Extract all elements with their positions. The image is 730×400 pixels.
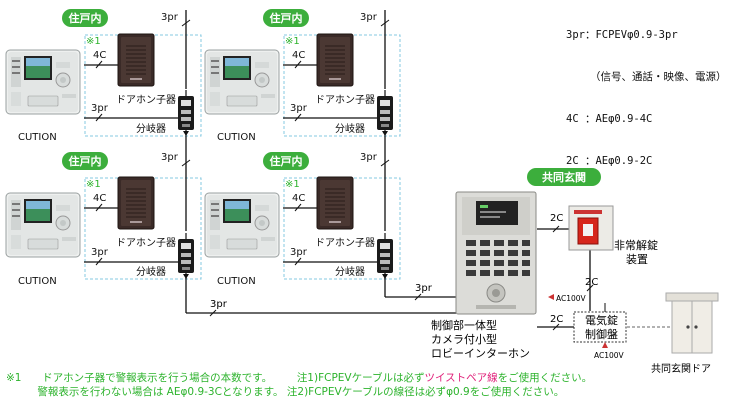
monitor-icon [204, 49, 280, 115]
doorphone-icon [117, 33, 155, 87]
legend-3pr-detail: （信号、通話・映像、電源） [590, 71, 727, 83]
cable-label-3pr: 3pr [161, 12, 179, 23]
lock-panel-label: 電気錠 [585, 313, 618, 327]
cable-label-3pr: 3pr [210, 299, 228, 310]
footnote-1-cont: 警報表示を行わない場合は AEφ0.9-3Cとなります。 [37, 386, 284, 398]
doorphone-label: ドアホン子器 [315, 237, 375, 249]
branch-icon [177, 89, 195, 137]
footnote-1: ドアホン子器で警報表示を行う場合の本数です。 [42, 372, 273, 384]
unit-badges: 住戸内 住戸内 住戸内 住戸内 [62, 9, 309, 170]
legend-3pr: 3pr：FCPEVφ0.9-3pr [566, 29, 678, 41]
cable-label-3pr: 3pr [91, 247, 109, 258]
footnotes: ※1 ドアホン子器で警報表示を行う場合の本数です。 注1)FCPEVケーブルは必… [6, 371, 730, 399]
entrance-door-icon [665, 292, 719, 354]
cable-legend: 3pr：FCPEVφ0.9-3pr （信号、通話・映像、電源） 4C ：AEφ0… [566, 0, 730, 182]
ac-label-lock: AC100V [594, 351, 625, 360]
note-mark: ※1 [285, 179, 300, 190]
branch-label: 分岐器 [335, 265, 365, 278]
cable-label-4c: 4C [93, 193, 106, 204]
footnote-note1-highlight: ツイストペア線 [424, 372, 498, 384]
branch-label: 分岐器 [136, 122, 166, 135]
monitor-icon [5, 192, 81, 258]
cable-label-3pr: 3pr [290, 103, 308, 114]
cable-label-3pr: 3pr [161, 152, 179, 163]
footnote-mark: ※1 [6, 372, 22, 384]
badge-text: 住戸内 [69, 154, 102, 168]
branch-icon [376, 89, 394, 137]
lobby-label-2: カメラ付小型 [431, 332, 497, 346]
branch-icon [376, 232, 394, 280]
cable-label-4c: 4C [93, 50, 106, 61]
badge-text: 住戸内 [69, 11, 102, 25]
monitor-icon [5, 49, 81, 115]
entrance-badge: 共同玄関 [542, 170, 586, 184]
lock-panel-icon [573, 311, 627, 343]
emergency-label: 非常解錠 [614, 238, 658, 252]
footnote-note1-a: 注1)FCPEVケーブルは必ず [296, 372, 425, 384]
branch-label: 分岐器 [136, 265, 166, 278]
footnote-row-2: 警報表示を行わない場合は AEφ0.9-3Cとなります。 注2)FCPEVケーブ… [6, 385, 730, 399]
cable-label-3pr: 3pr [360, 152, 378, 163]
legend-2c: 2C ：AEφ0.9-2C [566, 155, 653, 167]
cable-label-2c: 2C [585, 277, 598, 288]
branch-icon [177, 232, 195, 280]
monitor-label: CUTION [18, 132, 57, 143]
footnote-row-1: ※1 ドアホン子器で警報表示を行う場合の本数です。 注1)FCPEVケーブルは必… [6, 371, 730, 385]
cable-label-3pr: 3pr [360, 12, 378, 23]
cable-label-2c: 2C [550, 314, 563, 325]
lobby-label-3: ロビーインターホン [431, 347, 530, 360]
cable-label-4c: 4C [292, 50, 305, 61]
monitor-icon [204, 192, 280, 258]
doorphone-icon [117, 176, 155, 230]
doorphone-label: ドアホン子器 [116, 237, 176, 249]
cable-label-4c: 4C [292, 193, 305, 204]
note-mark: ※1 [86, 36, 101, 47]
emergency-label-2: 装置 [626, 253, 648, 266]
monitor-label: CUTION [18, 276, 57, 287]
badge-text: 住戸内 [270, 11, 303, 25]
monitor-label: CUTION [217, 132, 256, 143]
lobby-label-1: 制御部一体型 [431, 318, 497, 332]
entrance-section: 共同玄関 非常解錠 装置 [210, 168, 719, 375]
monitor-label: CUTION [217, 276, 256, 287]
lock-panel-label-2: 制御盤 [585, 327, 618, 341]
note-mark: ※1 [285, 36, 300, 47]
doorphone-icon [316, 176, 354, 230]
note-mark: ※1 [86, 179, 101, 190]
doorphone-label: ドアホン子器 [315, 94, 375, 106]
footnote-note1-c: をご使用ください。 [497, 372, 593, 384]
cable-label-3pr: 3pr [415, 283, 433, 294]
doorphone-icon [316, 33, 354, 87]
cable-label-3pr: 3pr [290, 247, 308, 258]
branch-label: 分岐器 [335, 122, 365, 135]
ac-label-lobby: AC100V [556, 294, 587, 303]
cable-label-3pr: 3pr [91, 103, 109, 114]
doorphone-label: ドアホン子器 [116, 94, 176, 106]
badge-text: 住戸内 [270, 154, 303, 168]
emergency-release-icon [568, 205, 614, 251]
footnote-note2: 注2)FCPEVケーブルの線径は必ずφ0.9をご使用ください。 [286, 386, 565, 398]
cable-label-2c: 2C [550, 213, 563, 224]
legend-4c: 4C ：AEφ0.9-4C [566, 113, 653, 125]
lobby-intercom-icon [455, 191, 537, 315]
entrance-door-label: 共同玄関ドア [651, 362, 711, 375]
